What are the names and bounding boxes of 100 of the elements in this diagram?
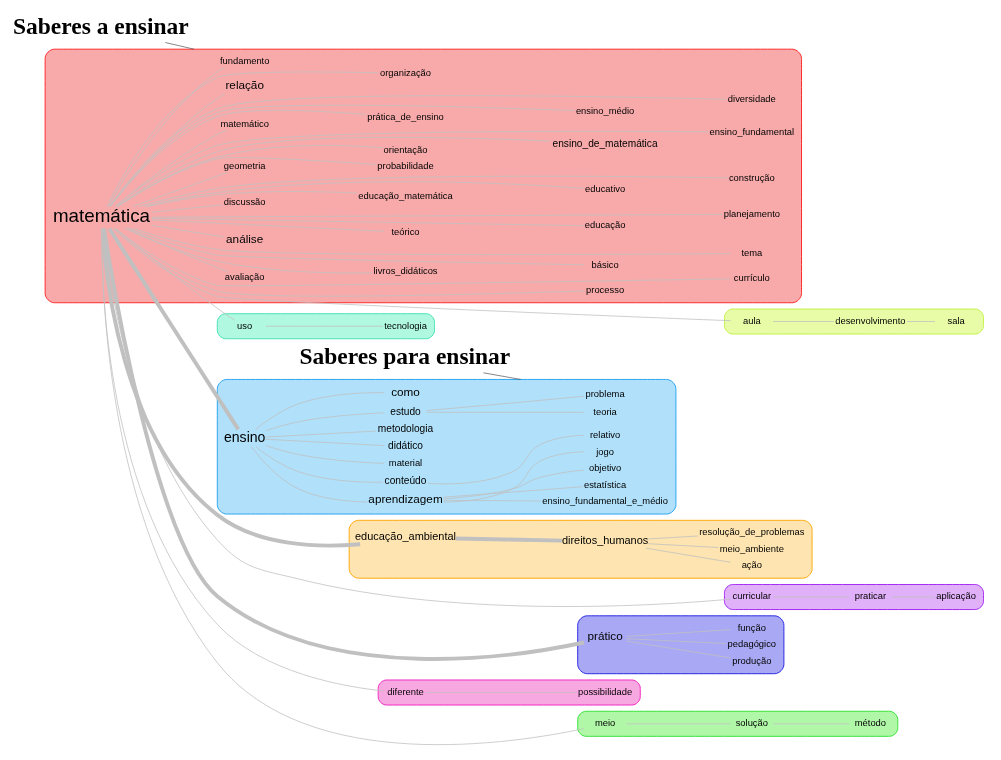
cluster [216,313,435,340]
node-text: material [388,457,422,469]
node-text: relativo [589,429,620,441]
connector [164,42,194,50]
connector [127,228,584,266]
connector [102,228,731,607]
connector [138,175,728,207]
connector [109,104,575,207]
node-text: como [390,385,420,399]
connector [109,93,225,207]
node-text: avaliação [224,271,264,283]
connector [255,446,383,483]
connector [625,629,731,637]
node-text: tema [740,246,762,258]
connector [772,321,834,322]
connector [625,638,726,644]
connector [442,486,583,498]
connector [425,411,584,413]
node-text: currículo [733,271,770,283]
node-text: Saberes a ensinar [12,12,189,39]
node-text: objetivo [588,462,621,474]
connector [108,95,727,207]
connector [123,228,372,274]
node-text: diversidade [727,93,776,105]
connector [101,228,584,745]
connector [250,446,368,503]
connector [107,227,240,431]
node-text: probabilidade [376,160,434,171]
node-text: diferente [386,685,424,697]
node-text: aplicação [935,590,976,602]
node-text: função [737,621,766,633]
node-text: produção [731,654,771,666]
node-text: conteúdo [384,474,426,486]
connector [625,640,731,659]
connector [905,321,935,322]
cluster [723,308,984,335]
node-text: estudo [389,405,421,417]
connector [143,181,584,207]
node-text: uso [236,319,252,331]
connector [427,434,584,485]
node-text: solução [735,717,768,729]
connector [455,536,562,543]
node-text: prática_de_ensino [366,111,444,123]
cluster [576,710,898,737]
connector [125,228,228,273]
connector [647,535,698,540]
node-text: meio [594,717,615,729]
node-text: jogo [595,445,614,457]
node-text: curricular [732,590,771,602]
connector [132,172,228,207]
node-text: educação_matemática [357,189,453,201]
cluster [216,378,676,515]
connector [265,412,385,432]
connector [117,157,376,207]
node-text: estatística [583,478,626,490]
connector [265,445,385,464]
connector [112,228,731,322]
connector [150,214,723,218]
node-text: processo [585,283,624,295]
node-text: discussão [223,196,266,207]
node-text: organização [379,66,431,78]
connector [101,228,385,692]
connector [645,547,731,563]
node-text: meio_ambiente [719,542,784,554]
node-text: geometria [223,160,266,171]
node-text: ensino [223,428,265,445]
node-text: prático [587,629,623,643]
node-text: ensino_fundamental [709,125,794,137]
connector [254,392,385,430]
node-text: praticar [854,590,886,602]
node-text: ensino_fundamental_e_médio [541,494,668,506]
connector [114,130,709,207]
node-text: ação [741,559,762,571]
node-text: relação [224,78,264,92]
node-text: ensino_médio [575,105,634,117]
node-text: tecnologia [383,319,427,331]
connector [132,228,731,255]
node-text: teoria [592,405,617,417]
node-text: educativo [584,183,625,195]
cluster [377,679,641,706]
node-text: sala [947,314,965,326]
connector [101,228,584,661]
node-text: direitos_humanos [561,534,648,547]
connector [482,372,521,380]
connector [114,228,235,321]
connector [150,204,223,213]
connector [114,228,731,287]
cluster [348,519,813,579]
node-text: aprendizagem [367,491,443,505]
node-text: educação_ambiental [354,530,456,543]
connector [150,224,224,238]
connector [100,228,360,548]
connector [425,692,576,693]
connector [150,217,584,227]
node-text: didático [387,440,423,452]
node-text: educação [584,219,625,231]
connector [442,499,541,502]
connector [647,543,719,548]
connector [150,219,384,232]
connector [425,395,584,411]
